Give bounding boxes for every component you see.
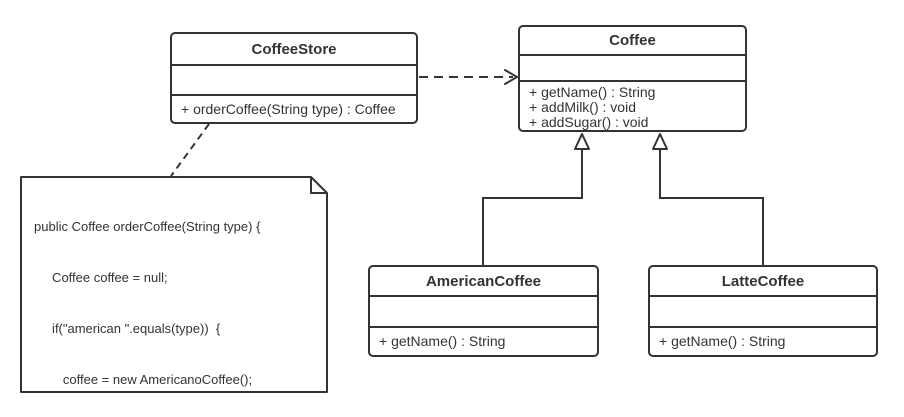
note-anchor-line xyxy=(170,123,210,177)
class-box-coffeestore: CoffeeStore + orderCoffee(String type) :… xyxy=(170,32,418,124)
generalization-line xyxy=(659,148,764,265)
code-line: if("american ".equals(type)) { xyxy=(34,321,221,336)
class-title: AmericanCoffee xyxy=(425,272,542,290)
class-attributes-compartment xyxy=(370,295,597,326)
class-attributes-compartment xyxy=(520,53,745,80)
class-attributes-compartment xyxy=(172,64,416,94)
class-title: CoffeeStore xyxy=(251,40,337,58)
note-outline xyxy=(20,176,328,393)
uml-note-code: public Coffee orderCoffee(String type) {… xyxy=(34,184,260,417)
method-entry: + orderCoffee(String type) : Coffee xyxy=(181,100,396,117)
class-methods-compartment: + getName() : String xyxy=(370,326,597,355)
class-box-lattecoffee: LatteCoffee + getName() : String xyxy=(648,265,878,357)
hollow-triangle-arrowhead-icon xyxy=(574,133,590,150)
method-entry: + getName() : String xyxy=(379,333,506,349)
class-box-americancoffee: AmericanCoffee + getName() : String xyxy=(368,265,599,357)
hollow-triangle-arrowhead-icon xyxy=(652,133,668,150)
method-entry: + getName() : String xyxy=(659,333,786,349)
generalization-americancoffee-to-coffee xyxy=(482,133,590,265)
class-title: LatteCoffee xyxy=(721,272,805,290)
class-methods-compartment: + getName() : String + addMilk() : void … xyxy=(520,80,745,130)
code-line: Coffee coffee = null; xyxy=(34,270,168,285)
open-arrowhead-icon xyxy=(504,69,519,85)
method-entry: + getName() : String xyxy=(529,84,656,100)
generalization-line xyxy=(482,148,583,265)
code-line: public Coffee orderCoffee(String type) { xyxy=(34,219,261,234)
method-entry: + addSugar() : void xyxy=(529,114,649,130)
note-dogear-fold-icon xyxy=(310,177,327,194)
dependency-arrow-coffeestore-to-coffee xyxy=(419,69,519,85)
code-line: coffee = new AmericanoCoffee(); xyxy=(34,372,253,387)
class-title: Coffee xyxy=(609,31,656,49)
class-methods-compartment: + getName() : String xyxy=(650,326,876,355)
uml-note-shape xyxy=(20,176,328,393)
class-attributes-compartment xyxy=(650,295,876,326)
method-entry: + addMilk() : void xyxy=(529,99,636,115)
generalization-lattecoffee-to-coffee xyxy=(652,133,764,265)
class-methods-compartment: + orderCoffee(String type) : Coffee xyxy=(172,94,416,122)
class-box-coffee: Coffee + getName() : String + addMilk() … xyxy=(518,25,747,132)
